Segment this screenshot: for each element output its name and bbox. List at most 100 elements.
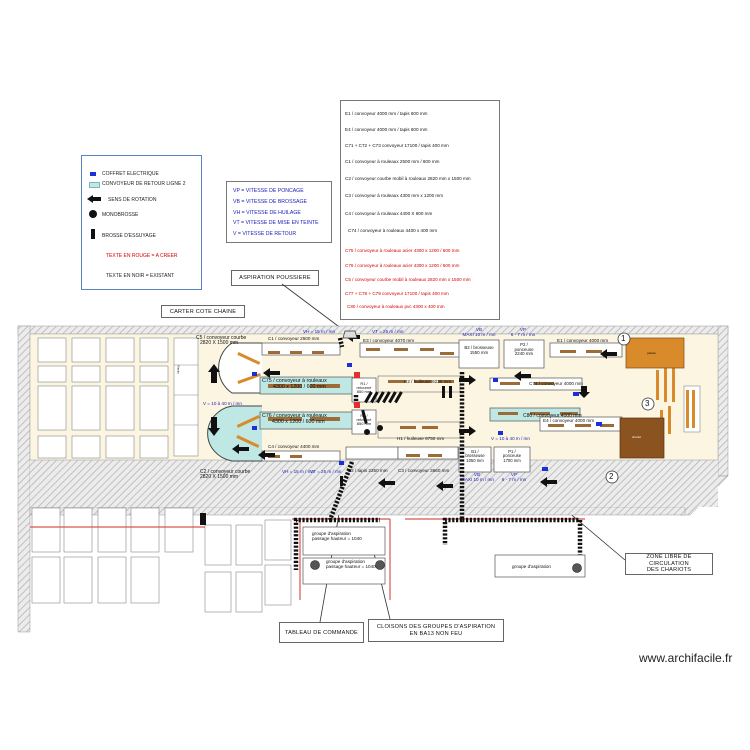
spec-c3: C3 / convoyeur à rouleaux 4300 mm x 1200… [345,193,444,198]
label-r1: R1 / retourné 850 mm [355,381,373,395]
label-h1: H1 / huileuse 6750 mm [397,436,445,441]
label-c75-line1: C75 / convoyeur à rouleaux [262,378,327,384]
aspiration-group-1 [302,526,386,556]
label-p2-line3: 2240 mm [514,351,534,357]
label-e1: E1 / convoyeur 4000 mm [557,338,609,343]
label-groupe-1-line1: groupe d'aspiration [312,531,351,536]
spec-c76: C76 / convoyeur à rouleaux acier 4300 x … [345,263,460,268]
speed-label-vb-top-line1: VB [475,327,483,332]
watermark: www.archifacile.fr [639,651,733,665]
callout-cloisons-line1: CLOISONS DES GROUPES D'ASPIRATION [376,623,496,630]
callout-cloisons: CLOISONS DES GROUPES D'ASPIRATION EN BA1… [368,619,504,642]
speed-label-vh-top: VH = 15 m / mn [303,329,336,334]
label-e2: E2 / tapis 2250 mm [348,468,388,473]
speed-vp: VP = VITESSE DE PONCAGE [233,188,304,194]
aspiration-group-3 [494,554,586,578]
label-c75: C75 / convoyeur à rouleaux 4300 x 1200 /… [262,378,327,390]
label-palette: palette [647,351,657,355]
spec-c75: C75 / convoyeur à rouleaux acier 4300 x … [345,248,460,253]
speed-label-vp-top-line1: VP [519,327,527,332]
spec-e1: E1 / convoyeur 4000 mm / tapis 600 mm [345,111,428,116]
marker-1-circle [617,332,631,346]
wall-bottom [29,506,686,516]
label-c5-line1: C5 / convoyeur courbe [196,335,247,341]
marker-3: 3 [645,399,650,408]
speed-vt: VT = VITESSE DE MISE EN TEINTE [233,220,319,226]
label-c75-line2: 4300 x 1200 / 600 mm [273,383,326,390]
monobrush-dots [364,425,383,435]
legend-label-texte-noir: TEXTE EN NOIR = EXISTANT [106,273,175,279]
legend-label-monobrosse: MONOBROSSE [102,212,139,218]
label-r1-line1: R1 / [360,381,368,386]
spec-c71: C71 + C72 + C73 convoyeur 17100 / tapis … [345,143,449,148]
speed-label-vp-bottom-line1: VP [510,472,518,477]
control-panel-marker [340,476,343,486]
marker-1: 1 [621,334,626,343]
speed-label-v-left: V = 10 à 40 m / mn [203,401,242,406]
speed-label-vp-top-line2: 6 - 7 m / mn [510,331,536,337]
wiping-brush-icon [91,229,95,239]
speed-label-vb-top-line2: MAXI 10 m / mn [462,331,496,337]
label-groupe-3: groupe d'aspiration [512,564,551,569]
label-e4: E4 / convoyeur 4000 mm [543,418,595,423]
label-r2: R2 / retourné 850 mm [355,413,373,427]
spec-c1: C1 / convoyeur à rouleaux 2500 mm / 600 … [345,159,440,164]
machine-p2 [503,339,545,369]
spec-c2: C2 / convoyeur courbe mobil à rouleaux 2… [345,176,471,181]
marker-2-circle [605,470,619,484]
hatched-circulation-band [30,460,718,507]
callout-cloisons-line2: EN BA13 NON FEU [409,630,463,637]
label-groupe-1: groupe d'aspiration passage hauteur = 10… [312,531,362,542]
speed-legend-panel: VP = VITESSE DE PONCAGE VB = VITESSE DE … [226,181,332,243]
machine-p1 [493,446,531,473]
label-chariot: chariot [632,435,642,439]
stack-grid-left [37,337,169,459]
speed-label-vb-top: VB MAXI 10 m / mn [461,327,497,338]
label-racks: Racks [176,365,181,374]
machine-r1 [351,377,377,403]
rack-right-panels [686,390,695,428]
label-e3: E3 / convoyeur 4070 mm [363,338,415,343]
spec-c4: C4 / convoyeur à rouleaux 4400 X 600 mm [345,211,433,216]
spec-e4: E4 / convoyeur 4000 mm / tapis 600 mm [345,127,428,132]
electrical-boxes [252,363,602,471]
legend-panel: COFFRET ELECTRIQUE CONVOYEUR DE RETOUR L… [81,155,202,290]
aspiration-hood [342,330,358,339]
label-c2-line2: 2820 X 1500 mm [200,474,239,481]
label-r1-line2: retourné [356,385,372,391]
speed-label-vp-bottom-line2: 6 - 7 m / mn [501,476,527,482]
label-c80: C80 / convoyeur 4000 mm [523,413,582,419]
label-r2-line2: retourné [356,417,372,423]
monobrush-dot-icon [89,210,97,218]
wall-right [717,325,729,477]
stock-palette-top [625,337,685,369]
legend-label-coffret: COFFRET ELECTRIQUE [102,171,159,177]
spec-c80: C80 / convoyeur à rouleaux pvc 4300 x 40… [347,304,445,309]
label-b2-line2: 1550 mm [469,349,489,355]
label-p1: P1 / ponceuse 1700 mm [496,449,528,463]
machine-b2 [458,339,500,369]
speed-label-vb-bottom-line1: VB [473,472,481,477]
speed-label-vp-top: VP 6 - 7 m / mn [505,327,541,338]
conveyor-spec-panel: E1 / convoyeur 4000 mm / tapis 600 mm E4… [340,100,500,320]
spec-c77: C77 + C78 + C79 convoyeur 17100 / tapis … [345,291,449,296]
fan-icon-1 [310,560,320,570]
label-c2: C2 / convoyeur courbe 2820 X 1500 mm [200,469,250,481]
callout-zone-line1: ZONE LIBRE DE CIRCULATION [646,553,692,567]
legend-label-convoyeur-retour: CONVOYEUR DE RETOUR LIGNE 2 [102,181,186,187]
legend-label-texte-rouge: TEXTE EN ROUGE = A CREER [106,253,178,259]
label-p2-line1: P2 / [520,342,528,347]
label-groupe-1-line2: passage hauteur = 1040 [312,535,362,541]
label-p1-line3: 1700 mm [503,457,521,463]
spec-c74: C74 / convoyeur à rouleaux 4400 x 400 mm [348,228,438,233]
speed-label-v-right: V = 10 à 40 m / mn [491,436,530,441]
label-b1: B1 / brosseuse 1050 mm [461,449,489,463]
spec-c5: C5 / convoyeur courbe mobil à rouleaux 2… [345,277,471,282]
label-c3: C3 / convoyeur 3660 mm [398,468,450,473]
speed-vb: VB = VITESSE DE BROSSAGE [233,199,307,205]
label-groupe-2-line2: passage hauteur = 1040 [326,563,376,569]
rotation-arrows [208,332,617,491]
speed-label-vt-bottom: VT = 25 m / mn [310,469,342,474]
label-c5-line2: 2820 X 1500 mm [200,340,239,347]
